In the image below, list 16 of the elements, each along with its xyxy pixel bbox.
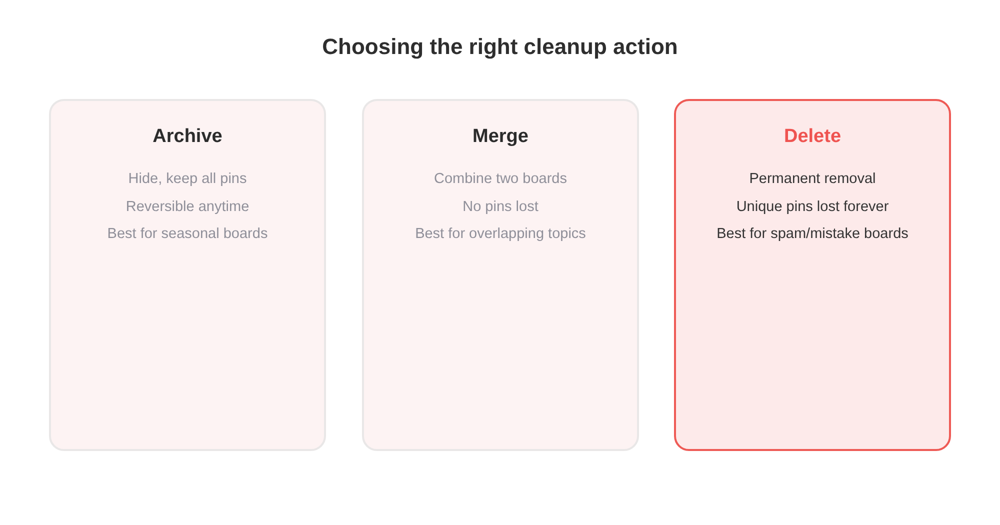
option-card [49, 99, 326, 451]
card-heading: Archive [152, 125, 222, 149]
option-card [674, 99, 951, 451]
card-heading: Delete [784, 125, 842, 149]
card-point: Best for spam/mistake boards [716, 225, 908, 243]
card-point: No pins lost [462, 198, 538, 216]
card-point: Best for seasonal boards [107, 225, 268, 243]
card-heading: Merge [472, 125, 528, 149]
option-card [362, 99, 639, 451]
card-point: Best for overlapping topics [415, 225, 586, 243]
card-point: Unique pins lost forever [736, 198, 889, 216]
card-point: Permanent removal [749, 170, 876, 188]
card-point: Hide, keep all pins [128, 170, 247, 188]
diagram-title: Choosing the right cleanup action [321, 33, 679, 61]
card-point: Combine two boards [434, 170, 567, 188]
card-point: Reversible anytime [126, 198, 250, 216]
